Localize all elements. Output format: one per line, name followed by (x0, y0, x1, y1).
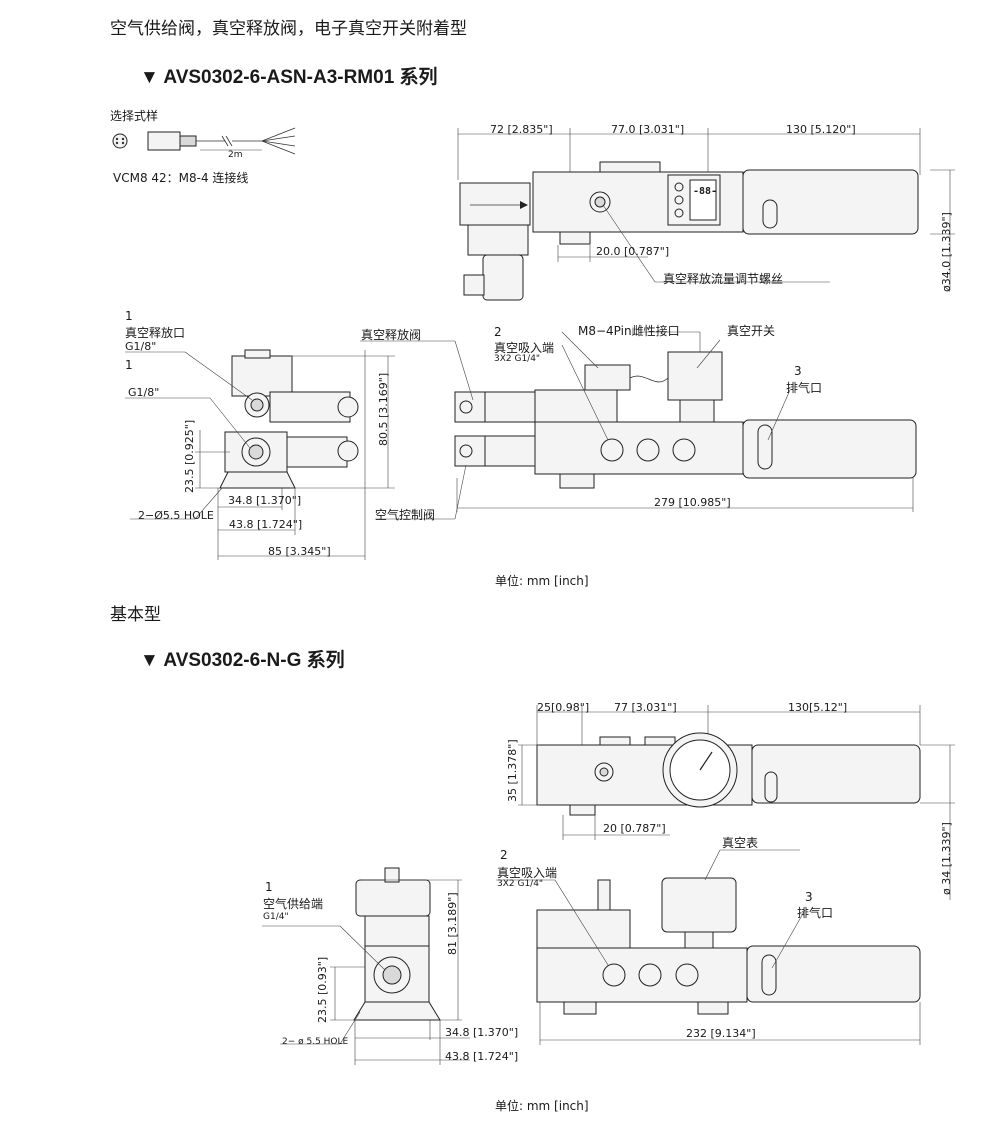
d2-dim-23-5: 23.5 [0.93"] (316, 956, 329, 1023)
d2-gauge-label: 真空表 (722, 836, 759, 850)
d1-port1-number: 1 (125, 309, 133, 323)
diagram1-side-view (125, 349, 395, 560)
diagram2-top-view (518, 705, 955, 900)
d2-hole-label: 2− ø 5.5 HOLE (282, 1037, 349, 1047)
d1-control-valve-label: 空气控制阀 (375, 508, 436, 522)
page-title: 空气供给阀，真空释放阀，电子真空开关附着型 (110, 19, 467, 39)
option-caption: VCM8 42：M8-4 连接线 (113, 171, 249, 185)
cable-length-label: 2m (228, 150, 243, 160)
d2-port2-size: 3X2 G1/4" (497, 879, 544, 889)
d2-dim-232: 232 [9.134"] (686, 1027, 756, 1040)
d2-port2-label: 真空吸入端 (497, 866, 558, 880)
d1-port2-size: 3X2 G1/4" (494, 354, 541, 364)
d1-dim-43-8: 43.8 [1.724"] (229, 518, 303, 531)
option-title: 选择式样 (110, 109, 159, 123)
d1-port1-size: G1/8" (125, 340, 157, 353)
unit-label-2: 单位: mm [inch] (495, 1099, 589, 1113)
d1-dim-85: 85 [3.345"] (268, 545, 331, 558)
d1-dim-top-2: 77.0 [3.031"] (611, 123, 685, 136)
unit-label-1: 单位: mm [inch] (495, 574, 589, 588)
section2-title: 基本型 (110, 605, 161, 625)
d2-port3-label: 排气口 (797, 906, 834, 920)
d1-port1-label: 真空释放口 (125, 326, 186, 340)
d2-dim-diameter: ø 34 [1.339"] (940, 822, 953, 895)
d1-switch-display: -88- (693, 186, 718, 197)
d1-port1b-size: G1/8" (128, 386, 160, 399)
d1-port2-label: 真空吸入端 (494, 341, 555, 355)
d1-release-valve-label: 真空释放阀 (361, 328, 422, 342)
d1-screw-label: 真空释放流量调节螺丝 (663, 272, 784, 286)
d1-port1b-number: 1 (125, 358, 133, 372)
d2-dim-top-2: 77 [3.031"] (614, 701, 677, 714)
d2-port2-number: 2 (500, 848, 508, 862)
d2-dim-35: 35 [1.378"] (506, 739, 519, 802)
d1-port3-label: 排气口 (786, 381, 823, 395)
diagram2-side-view (262, 867, 470, 1065)
d2-dim-43-8: 43.8 [1.724"] (445, 1050, 519, 1063)
d1-dim-top-1: 72 [2.835"] (490, 123, 553, 136)
d1-dim-20: 20.0 [0.787"] (596, 245, 670, 258)
diagram1-front-view (360, 331, 917, 520)
d1-switch-label: 真空开关 (727, 324, 776, 338)
connector-cable-drawing (112, 127, 296, 155)
d1-hole-label: 2−Ø5.5 HOLE (138, 509, 214, 522)
d1-dim-diameter: ø34.0 [1.339"] (940, 212, 953, 292)
d2-dim-20: 20 [0.787"] (603, 822, 666, 835)
d1-dim-80-5: 80.5 [3.169"] (377, 372, 390, 446)
d1-port3-number: 3 (794, 364, 802, 378)
d1-dim-top-3: 130 [5.120"] (786, 123, 856, 136)
d1-connector-label: M8−4Pin雌性接口 (578, 324, 680, 338)
section1-heading: ▼ AVS0302-6-ASN-A3-RM01 系列 (140, 67, 438, 88)
d2-port1-number: 1 (265, 880, 273, 894)
d2-port3-number: 3 (805, 890, 813, 904)
d2-dim-81: 81 [3.189"] (446, 892, 459, 955)
d1-port2-number: 2 (494, 325, 502, 339)
d1-dim-279: 279 [10.985"] (654, 496, 731, 509)
section2-heading: ▼ AVS0302-6-N-G 系列 (140, 650, 345, 671)
d2-dim-top-3: 130[5.12"] (788, 701, 848, 714)
d2-dim-top-1: 25[0.98"] (537, 701, 590, 714)
d1-dim-23-5: 23.5 [0.925"] (183, 419, 196, 493)
d2-dim-34-8: 34.8 [1.370"] (445, 1026, 519, 1039)
diagram1-top-view (457, 128, 955, 301)
d1-dim-34-8: 34.8 [1.370"] (228, 494, 302, 507)
diagram2-front-view (496, 849, 921, 1045)
d2-port1-label: 空气供给端 (263, 897, 324, 911)
d2-port1-size: G1/4" (263, 912, 289, 922)
